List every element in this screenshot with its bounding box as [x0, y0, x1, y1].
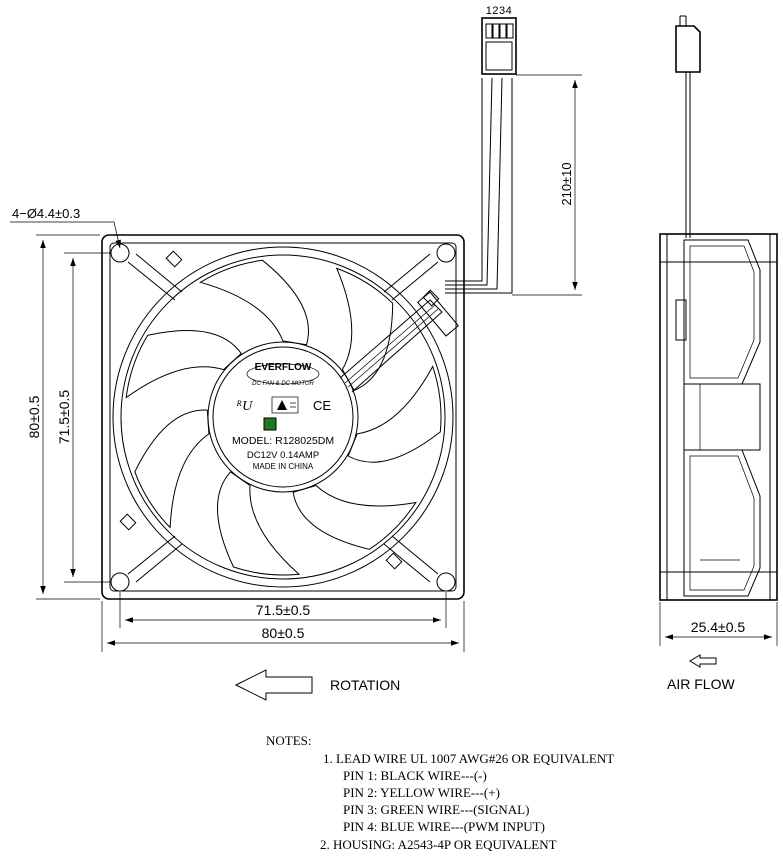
- notes-block: NOTES: 1. LEAD WIRE UL 1007 AWG#26 OR EQ…: [266, 733, 614, 852]
- rating-text: DC12V 0.14AMP: [247, 450, 319, 461]
- motor-hub-label: EVERFLOW DC FAN & DC MOTOR ᴿU CE MODEL: …: [207, 341, 359, 493]
- ce-mark: CE: [313, 398, 331, 413]
- fan-frame-inner-border: [109, 242, 457, 592]
- brand-tagline: DC FAN & DC MOTOR: [252, 381, 314, 387]
- notes-heading: NOTES:: [266, 733, 312, 748]
- note-line: PIN 1: BLACK WIRE---(-): [343, 768, 487, 783]
- dimension-lines: 4−Ø4.4±0.3 210±10 80±0.5 71.5±0.5 71.5±0…: [10, 74, 582, 652]
- hub-outer: [207, 341, 359, 493]
- certification-icon: [271, 396, 299, 414]
- frame-slot: [385, 552, 403, 570]
- fan-blade: [292, 484, 417, 550]
- fan-blade: [125, 330, 242, 399]
- fan-blades: [125, 259, 442, 576]
- fan-blade: [335, 267, 394, 392]
- side-blade-lower: [683, 449, 761, 597]
- wire-channel: [339, 291, 459, 393]
- fan-side-view: 25.4±0.5: [659, 15, 778, 646]
- fan-blade: [199, 259, 309, 346]
- width-hole-dimension: 71.5±0.5: [256, 602, 311, 618]
- rotation-label: ROTATION: [330, 677, 400, 693]
- lead-wires: [445, 77, 513, 294]
- hole-dimension: 4−Ø4.4±0.3: [12, 206, 80, 221]
- note-line: 2. HOUSING: A2543-4P OR EQUIVALENT: [320, 837, 557, 852]
- mounting-holes: [110, 243, 456, 592]
- airflow-indicator: AIR FLOW: [667, 654, 735, 692]
- note-line: PIN 3: GREEN WIRE---(SIGNAL): [343, 802, 529, 817]
- frame-struts: [127, 253, 439, 583]
- lead-length-dimension: 210±10: [559, 162, 574, 205]
- note-line: 1. LEAD WIRE UL 1007 AWG#26 OR EQUIVALEN…: [323, 751, 614, 766]
- fan-venturi-outer: [112, 246, 454, 588]
- fan-front-view: EVERFLOW DC FAN & DC MOTOR ᴿU CE MODEL: …: [101, 5, 517, 600]
- mounting-hole: [110, 572, 130, 592]
- origin-text: MADE IN CHINA: [253, 462, 314, 471]
- thickness-dimension: 25.4±0.5: [691, 619, 746, 635]
- height-outer-dimension: 80±0.5: [26, 395, 42, 438]
- airflow-label: AIR FLOW: [667, 676, 735, 692]
- note-line: PIN 2: YELLOW WIRE---(+): [343, 785, 500, 800]
- fan-blade: [347, 365, 442, 463]
- frame-slot: [119, 513, 137, 531]
- fan-frame-outline: [101, 234, 465, 600]
- width-outer-dimension: 80±0.5: [262, 625, 305, 641]
- side-hub: [683, 383, 761, 451]
- fan-blade: [217, 471, 301, 576]
- note-line: PIN 4: BLUE WIRE---(PWM INPUT): [343, 819, 545, 834]
- fan-venturi-inner: [120, 254, 446, 580]
- height-hole-dimension: 71.5±0.5: [56, 390, 72, 445]
- side-connector: [675, 15, 701, 73]
- fan-blade: [134, 409, 210, 529]
- frame-slot: [165, 250, 183, 268]
- brand-logo: EVERFLOW: [255, 362, 312, 373]
- hub-status-indicator: [263, 417, 277, 431]
- airflow-arrow-icon: [689, 654, 717, 668]
- rotation-indicator: ROTATION: [234, 669, 400, 701]
- ul-mark: ᴿU: [236, 399, 253, 414]
- connector-pin-numbers: 1234: [486, 5, 512, 17]
- side-frame: [659, 233, 778, 601]
- connector-housing: 1234: [481, 5, 517, 75]
- frame-slot: [422, 289, 440, 307]
- rotation-arrow-icon: [234, 669, 313, 701]
- mounting-hole: [436, 243, 456, 263]
- mounting-hole: [436, 572, 456, 592]
- hub-inner: [212, 346, 354, 488]
- model-text: MODEL: R128025DM: [232, 435, 334, 447]
